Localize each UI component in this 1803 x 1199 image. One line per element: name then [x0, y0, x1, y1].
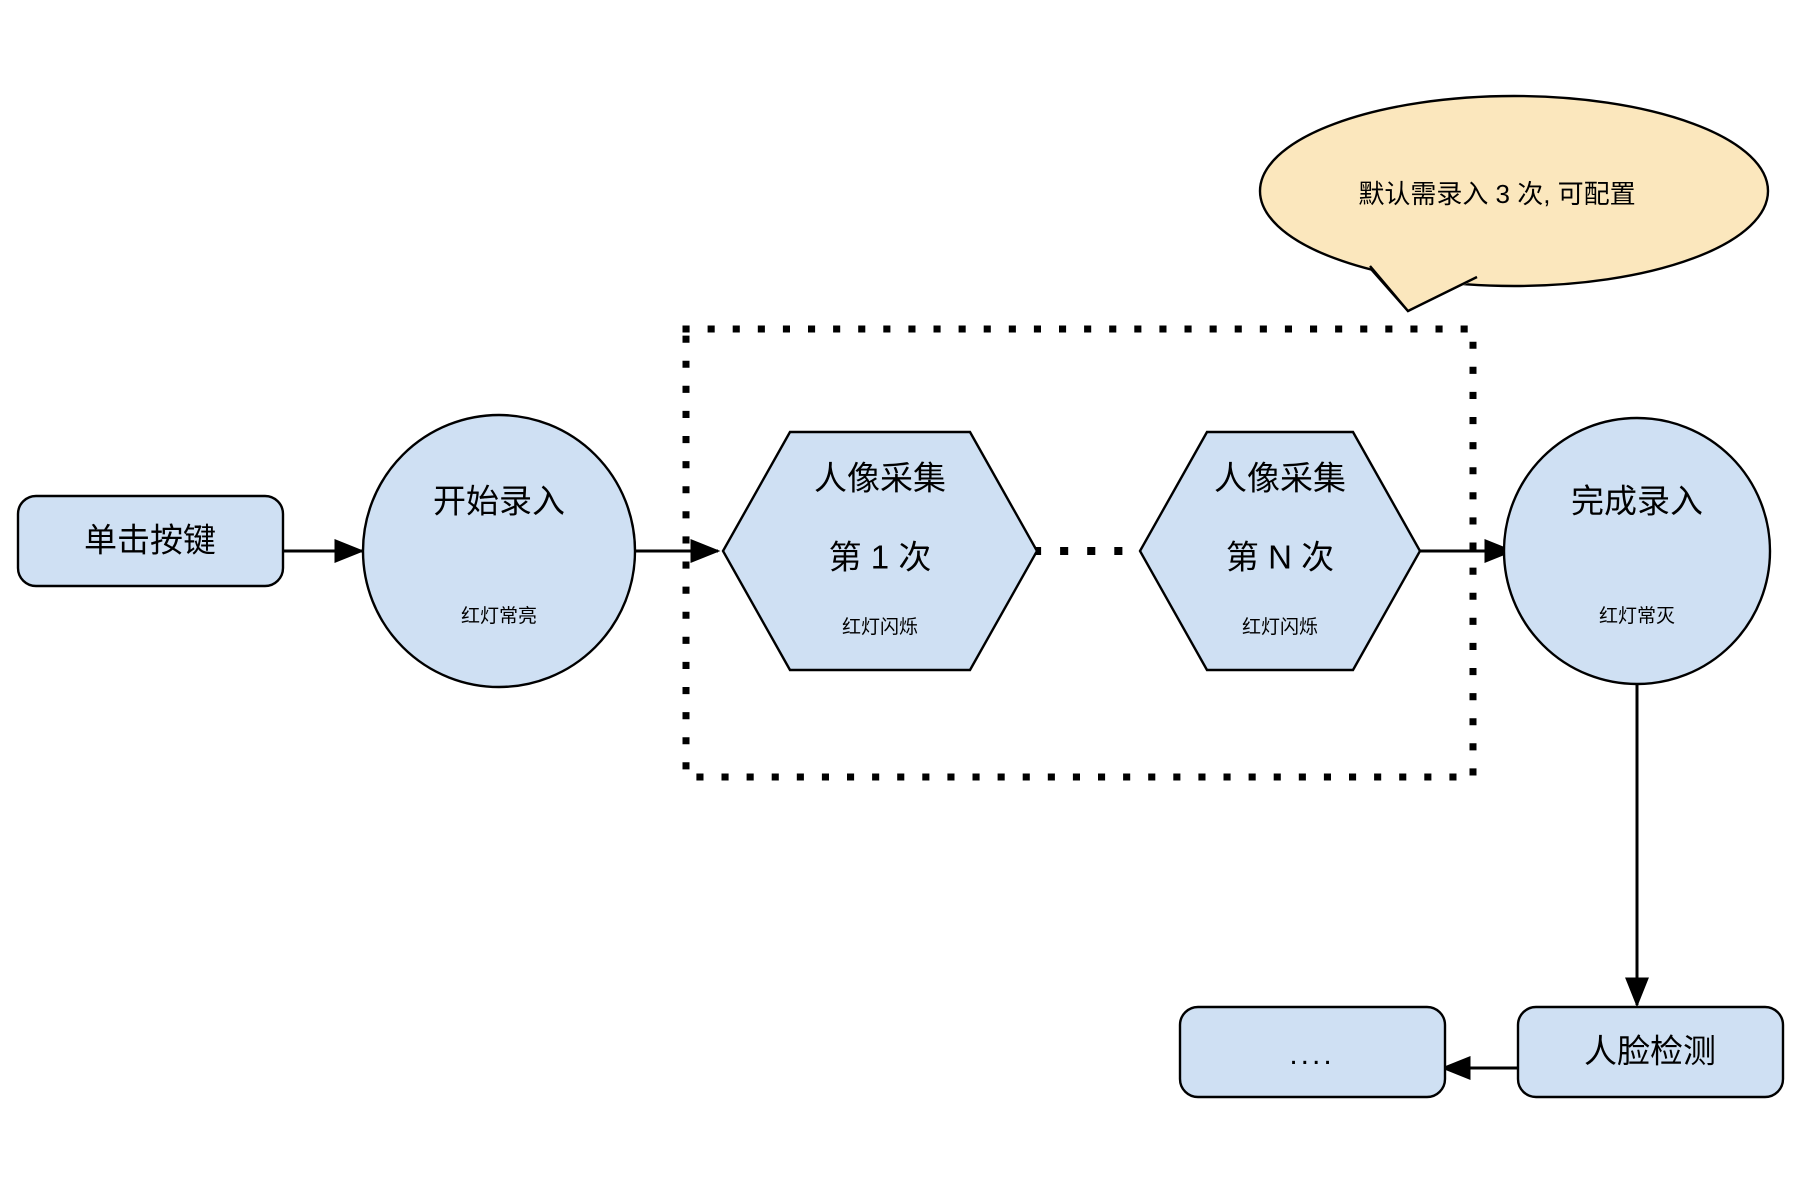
node-start-enroll[interactable]: 开始录入 红灯常亮	[361, 413, 637, 689]
capture-loop-group-box	[682, 325, 1477, 781]
callout-bubble-shape	[1258, 94, 1770, 288]
node-capture-nth-label-line2: 第 N 次	[1226, 539, 1334, 576]
node-start-enroll-sub: 红灯常亮	[461, 605, 537, 627]
node-capture-nth-sub: 红灯闪烁	[1242, 616, 1318, 638]
node-capture-first-label-line1: 人像采集	[814, 460, 946, 497]
node-capture-nth-label-line1: 人像采集	[1214, 460, 1346, 497]
node-click-key[interactable]: 单击按键	[16, 494, 285, 588]
node-face-detect[interactable]: 人脸检测	[1516, 1005, 1785, 1099]
callout-bubble[interactable]: 默认需录入 3 次, 可配置	[1258, 94, 1770, 313]
node-capture-nth-shape	[1138, 430, 1422, 672]
node-face-detect-shape	[1516, 1005, 1785, 1099]
node-start-enroll-shape	[361, 413, 637, 689]
node-more-steps-shape	[1178, 1005, 1447, 1099]
node-finish-enroll[interactable]: 完成录入 红灯常灭	[1502, 416, 1772, 686]
node-click-key-label: 单击按键	[84, 522, 216, 559]
callout-bubble-text: 默认需录入 3 次, 可配置	[1358, 179, 1635, 209]
node-capture-first-sub: 红灯闪烁	[842, 616, 918, 638]
node-more-steps-label: ....	[1289, 1038, 1334, 1071]
node-capture-first-label-line2: 第 1 次	[829, 539, 932, 576]
node-face-detect-label: 人脸检测	[1584, 1033, 1716, 1070]
node-capture-first-shape	[721, 430, 1039, 672]
node-finish-enroll-sub: 红灯常灭	[1599, 605, 1675, 627]
node-start-enroll-label: 开始录入	[433, 483, 565, 520]
node-more-steps[interactable]: ....	[1178, 1005, 1447, 1099]
node-capture-first[interactable]: 人像采集 第 1 次 红灯闪烁	[721, 430, 1039, 672]
callout-bubble-tail-fill	[1368, 264, 1479, 311]
node-finish-enroll-label: 完成录入	[1571, 483, 1703, 520]
node-finish-enroll-shape	[1502, 416, 1772, 686]
node-capture-nth[interactable]: 人像采集 第 N 次 红灯闪烁	[1138, 430, 1422, 672]
node-click-key-shape	[16, 494, 285, 588]
callout-bubble-tail-outline	[1369, 265, 1478, 313]
